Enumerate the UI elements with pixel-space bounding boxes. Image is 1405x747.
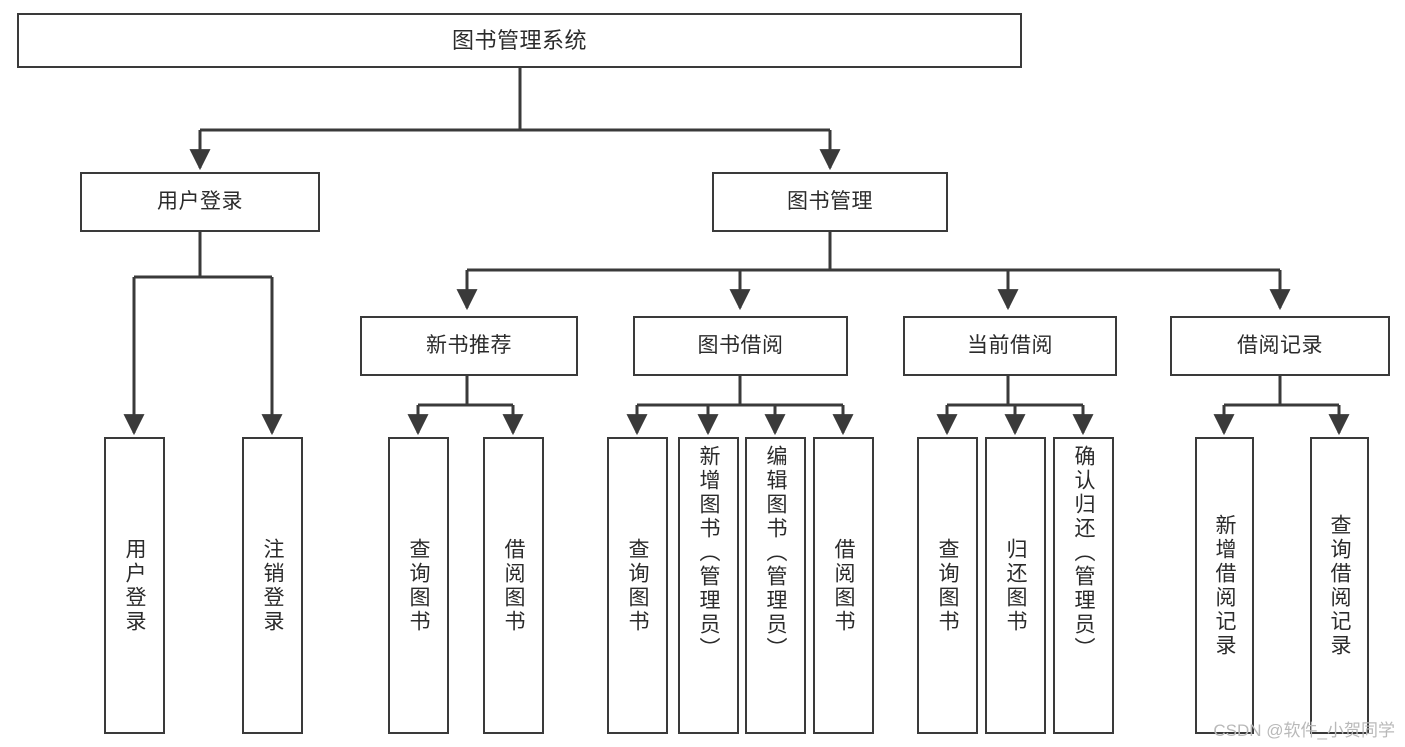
node-label: 归还图书 (1004, 537, 1027, 634)
node-label: 借阅记录 (1237, 333, 1323, 357)
node-current-borrowing[interactable]: 当前借阅 (903, 316, 1117, 376)
node-book-management[interactable]: 图书管理 (712, 172, 948, 232)
leaf-confirm-return-admin[interactable]: 确认归还（管理员） (1053, 437, 1114, 734)
node-label: 查询图书 (626, 537, 649, 634)
node-label: 借阅图书 (502, 537, 525, 634)
node-label: 查询图书 (936, 537, 959, 634)
node-label: 图书管理系统 (451, 27, 587, 53)
node-user-login[interactable]: 用户登录 (80, 172, 320, 232)
leaf-query-book-borrowing[interactable]: 查询图书 (607, 437, 668, 734)
leaf-borrow-book-borrowing[interactable]: 借阅图书 (813, 437, 874, 734)
node-borrowing-record[interactable]: 借阅记录 (1170, 316, 1390, 376)
leaf-query-book-newbook[interactable]: 查询图书 (388, 437, 449, 734)
node-label: 当前借阅 (967, 333, 1053, 357)
leaf-query-borrow-record[interactable]: 查询借阅记录 (1310, 437, 1369, 734)
leaf-logout[interactable]: 注销登录 (242, 437, 303, 734)
leaf-add-borrow-record[interactable]: 新增借阅记录 (1195, 437, 1254, 734)
node-label: 确认归还（管理员） (1072, 445, 1095, 661)
watermark-text: CSDN @软件_小贺同学 (1213, 721, 1395, 740)
node-label: 编辑图书（管理员） (764, 445, 787, 661)
leaf-borrow-book-newbook[interactable]: 借阅图书 (483, 437, 544, 734)
node-label: 新增借阅记录 (1213, 513, 1236, 658)
leaf-user-login[interactable]: 用户登录 (104, 437, 165, 734)
node-label: 图书借阅 (697, 333, 784, 357)
node-new-book-recommendation[interactable]: 新书推荐 (360, 316, 578, 376)
leaf-return-book[interactable]: 归还图书 (985, 437, 1046, 734)
node-label: 新增图书（管理员） (697, 445, 720, 661)
node-label: 新书推荐 (426, 333, 512, 357)
leaf-query-book-current[interactable]: 查询图书 (917, 437, 978, 734)
node-root-book-management-system[interactable]: 图书管理系统 (17, 13, 1022, 68)
node-label: 注销登录 (261, 537, 284, 634)
node-label: 查询借阅记录 (1328, 513, 1351, 658)
leaf-add-book-admin[interactable]: 新增图书（管理员） (678, 437, 739, 734)
node-label: 用户登录 (157, 189, 243, 213)
node-label: 用户登录 (123, 537, 146, 634)
node-label: 借阅图书 (832, 537, 855, 634)
node-book-borrowing[interactable]: 图书借阅 (633, 316, 848, 376)
leaf-edit-book-admin[interactable]: 编辑图书（管理员） (745, 437, 806, 734)
node-label: 查询图书 (407, 537, 430, 634)
node-label: 图书管理 (787, 189, 873, 213)
